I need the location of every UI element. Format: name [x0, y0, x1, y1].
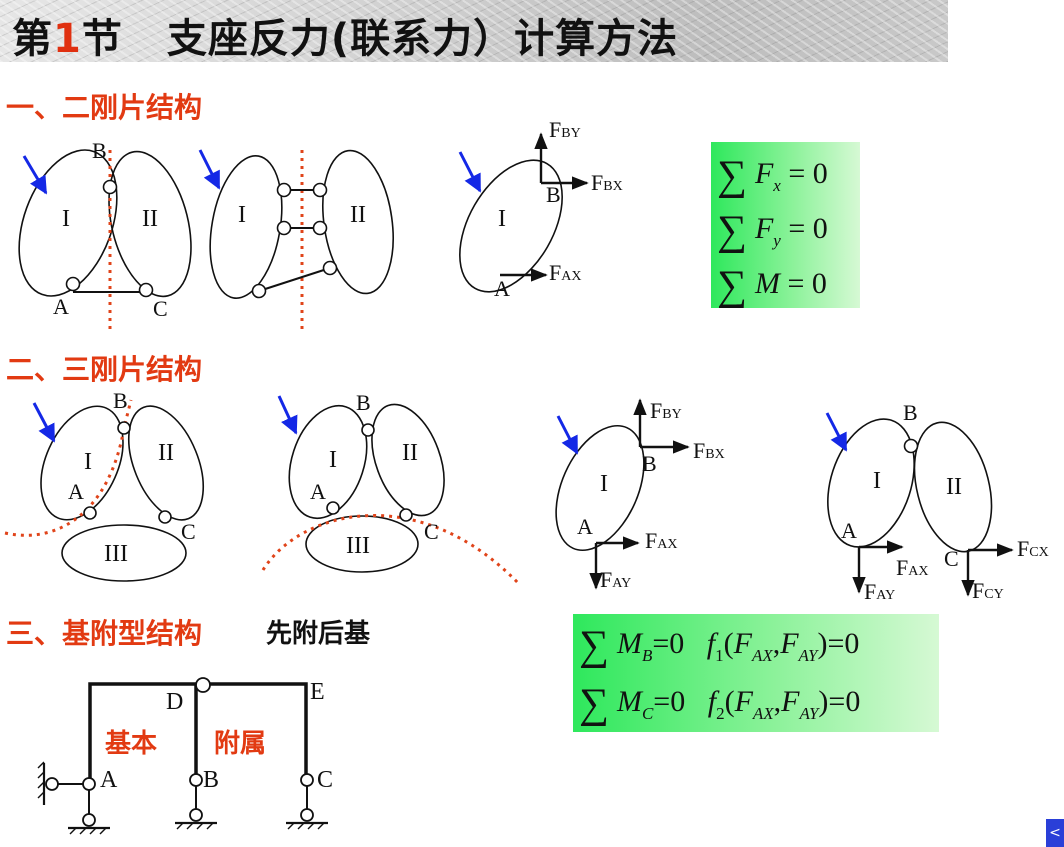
two-body-diagram-links: I II — [198, 149, 394, 330]
svg-text:II: II — [158, 440, 174, 466]
svg-text:I: I — [62, 206, 70, 232]
svg-text:A: A — [100, 767, 118, 793]
previous-slide-button[interactable]: < — [1046, 819, 1064, 847]
page-title: 第1节支座反力(联系力）计算方法 — [12, 16, 679, 62]
svg-text:FAX: FAX — [645, 528, 677, 553]
three-body-free-body-2: I II B A C FAX FAY FCX FCY — [825, 400, 1049, 604]
svg-text:FBX: FBX — [693, 438, 725, 463]
body-I — [555, 424, 645, 552]
equation-mc: ∑MC=0 f2(FAX,FAY)=0 — [579, 681, 861, 727]
svg-text:FBX: FBX — [591, 170, 623, 195]
svg-text:FCY: FCY — [972, 578, 1004, 603]
section-heading-two-body: 一、二刚片结构 — [6, 91, 203, 124]
svg-text:FAX: FAX — [896, 555, 928, 580]
svg-text:基本: 基本 — [105, 729, 157, 759]
svg-text:A: A — [494, 276, 510, 301]
svg-text:FAX: FAX — [549, 260, 581, 285]
body-II — [127, 405, 205, 521]
load-arrow — [22, 155, 48, 195]
svg-text:III: III — [104, 541, 128, 567]
body-I — [288, 404, 368, 520]
section-heading-three-body: 二、三刚片结构 — [6, 353, 203, 386]
svg-text:A: A — [53, 294, 69, 319]
svg-text:FCX: FCX — [1017, 536, 1049, 561]
base-attached-frame: A B C D E 基本 附属 — [37, 677, 333, 835]
equation-fx: ∑Fx = 0 — [717, 153, 828, 199]
svg-text:FAY: FAY — [864, 579, 895, 604]
svg-text:B: B — [903, 400, 918, 425]
load-arrow — [198, 149, 221, 190]
body-I — [827, 418, 915, 548]
svg-text:B: B — [642, 451, 657, 476]
svg-text:FBY: FBY — [650, 398, 682, 423]
svg-text:III: III — [346, 533, 370, 559]
svg-text:A: A — [577, 514, 593, 539]
svg-text:II: II — [142, 206, 158, 232]
equilibrium-equations: ∑Fx = 0 ∑Fy = 0 ∑M = 0 — [711, 142, 860, 309]
svg-text:B: B — [203, 767, 219, 793]
body-III — [305, 515, 419, 573]
svg-text:A: A — [68, 479, 84, 504]
body-II — [371, 403, 445, 517]
svg-text:I: I — [329, 447, 337, 473]
svg-text:B: B — [546, 182, 561, 207]
hinge-B — [102, 179, 118, 195]
load-arrow — [277, 395, 298, 435]
two-body-diagram-hinged: I II B A C — [18, 138, 192, 330]
hinge-C — [138, 282, 154, 298]
rule-note: 先附后基 — [266, 619, 371, 649]
body-II — [108, 150, 192, 298]
svg-text:I: I — [238, 202, 246, 228]
three-body-free-body-1: I B A FBY FBX FAX FAY — [555, 398, 725, 592]
svg-text:II: II — [350, 202, 366, 228]
svg-text:C: C — [317, 767, 333, 793]
svg-text:B: B — [356, 390, 371, 415]
svg-text:C: C — [424, 519, 439, 544]
section-heading-base-attached: 三、基附型结构 — [6, 617, 203, 650]
hinge-A — [65, 276, 81, 292]
svg-text:C: C — [181, 519, 196, 544]
equation-m: ∑M = 0 — [717, 263, 827, 309]
body-III — [61, 524, 187, 582]
three-body-diagram-2: I II III B A C — [261, 390, 522, 587]
body-I — [459, 159, 563, 293]
three-body-diagram-1: I II III B A C — [4, 388, 205, 582]
svg-text:B: B — [92, 138, 107, 163]
svg-text:A: A — [310, 479, 326, 504]
svg-text:C: C — [944, 546, 959, 571]
svg-text:FAY: FAY — [600, 567, 631, 592]
equation-fy: ∑Fy = 0 — [717, 208, 828, 254]
svg-text:B: B — [113, 388, 128, 413]
svg-text:II: II — [402, 440, 418, 466]
svg-text:附属: 附属 — [214, 729, 266, 759]
load-arrow — [825, 412, 848, 452]
svg-text:II: II — [946, 474, 962, 500]
equation-mb: ∑MB=0 f1(FAX,FAY)=0 — [579, 623, 860, 669]
two-body-free-body: I B A FBY FBX FAX — [458, 117, 623, 301]
body-I — [40, 405, 124, 521]
svg-text:FBY: FBY — [549, 117, 581, 142]
svg-text:I: I — [873, 468, 881, 494]
title-bar: 第1节支座反力(联系力）计算方法 — [0, 0, 948, 62]
svg-text:I: I — [84, 449, 92, 475]
moment-equations: ∑MB=0 f1(FAX,FAY)=0 ∑MC=0 f2(FAX,FAY)=0 — [573, 614, 939, 732]
svg-text:A: A — [841, 518, 857, 543]
svg-text:I: I — [600, 471, 608, 497]
load-arrow — [458, 151, 482, 193]
svg-text:D: D — [166, 689, 183, 715]
load-arrow — [556, 415, 579, 455]
svg-text:I: I — [498, 206, 506, 232]
svg-text:E: E — [310, 679, 325, 705]
svg-text:C: C — [153, 296, 168, 321]
load-arrow — [32, 402, 56, 443]
